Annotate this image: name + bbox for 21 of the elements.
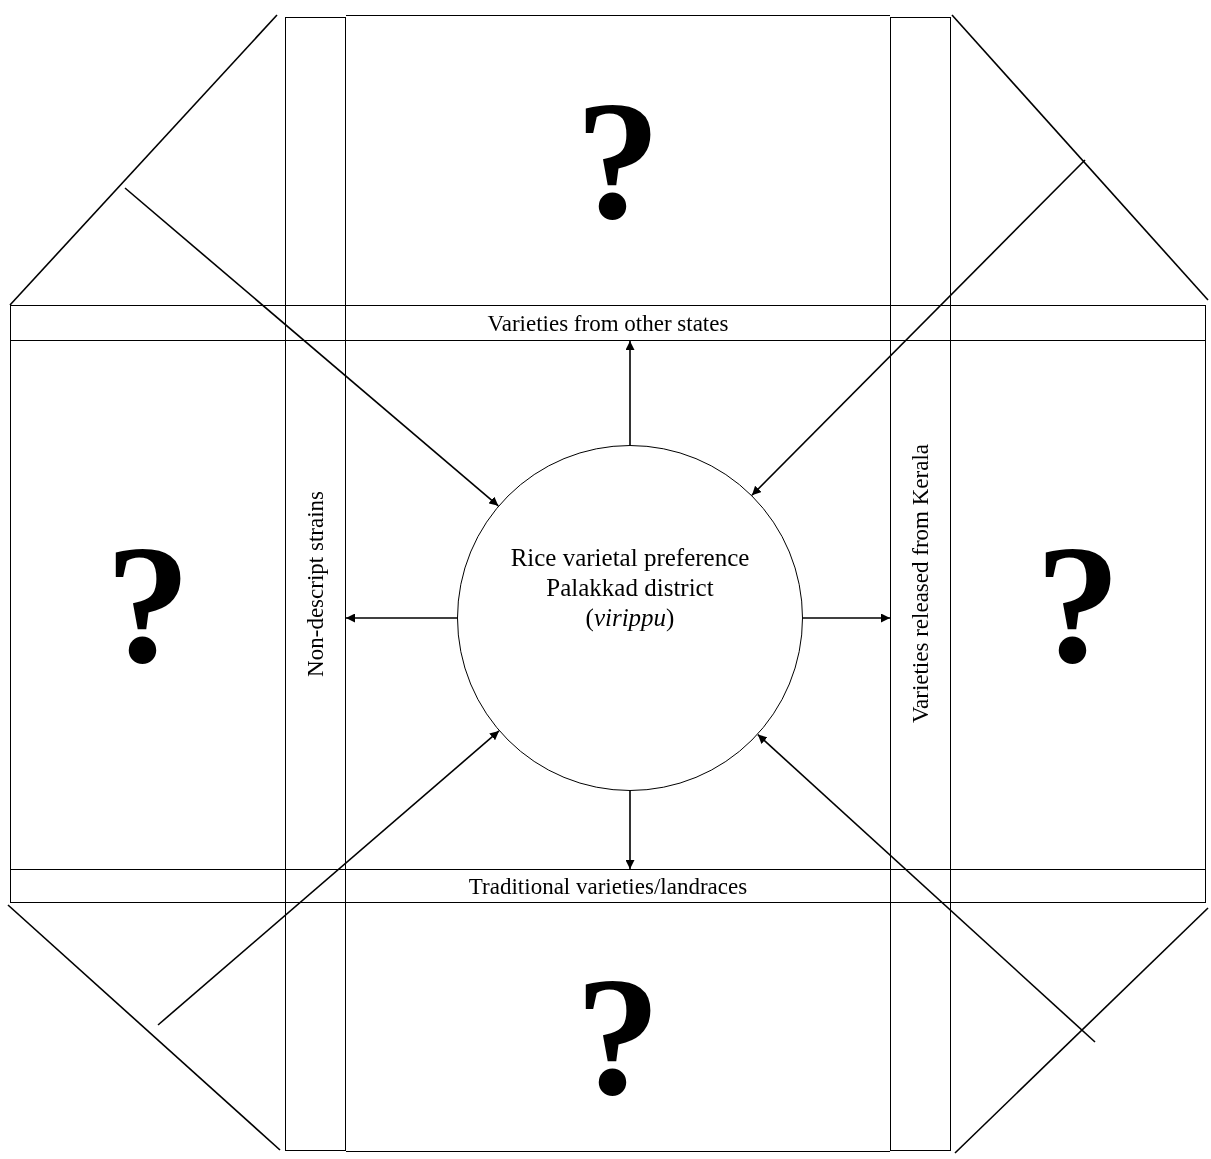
category-band [10, 869, 1206, 903]
arrow [625, 340, 635, 446]
band-label: Traditional varieties/landraces [468, 874, 748, 898]
arrow [625, 790, 635, 870]
category-band [10, 305, 1206, 341]
band-label: Varieties from other states [487, 311, 729, 335]
topic-text: Rice varietal preference Palakkad district (virippu) [510, 543, 750, 633]
question-mark: ? [105, 520, 191, 690]
arrow [751, 159, 1086, 497]
question-mark: ? [575, 75, 661, 246]
question-mark: ? [1035, 520, 1121, 690]
band-label: Varieties released from Kerala [909, 444, 932, 724]
arrow [757, 733, 1096, 1043]
arrow [802, 613, 891, 623]
arrow [345, 613, 458, 623]
category-band [890, 17, 951, 1151]
category-band [285, 17, 346, 1151]
question-mark: ? [575, 952, 661, 1122]
arrow [124, 187, 500, 507]
arrow [157, 730, 500, 1026]
band-label: Non-descript strains [304, 491, 327, 677]
